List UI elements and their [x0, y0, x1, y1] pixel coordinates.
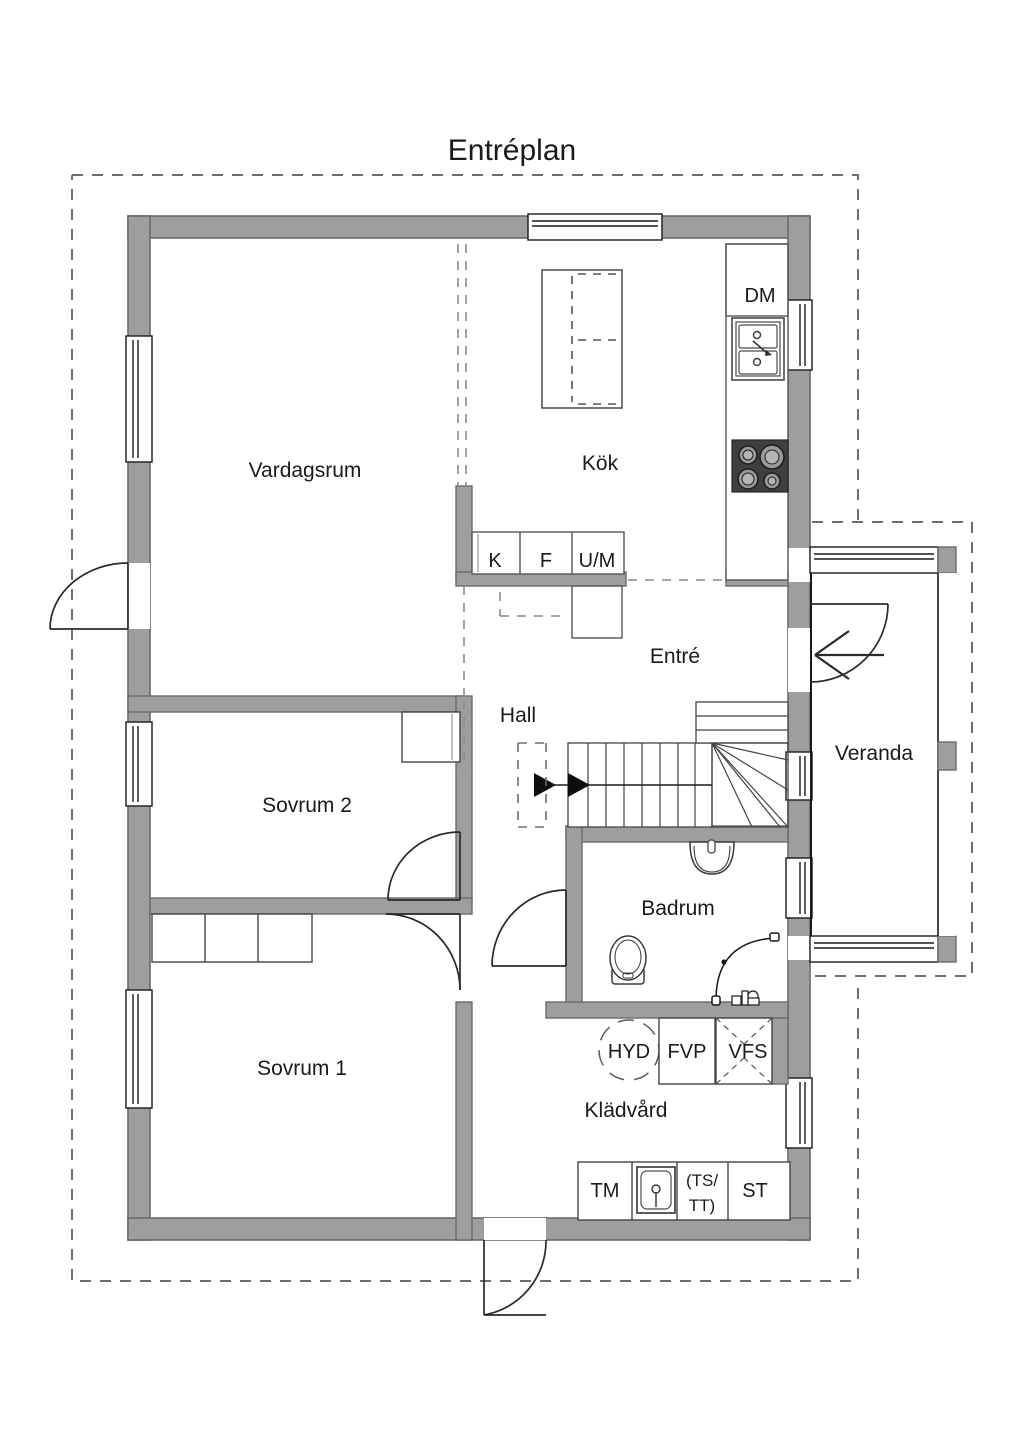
kitchen-cabinets-kfum: K F U/M — [471, 531, 625, 639]
room-label-badrum: Badrum — [641, 897, 715, 920]
window-right-hall — [785, 751, 813, 801]
room-label-hall: Hall — [500, 704, 536, 727]
doors — [49, 562, 889, 1316]
sovrum1-door — [385, 913, 461, 991]
kitchen-island-table — [541, 269, 623, 409]
laundry-sink — [636, 1166, 676, 1214]
appliance-label-f: F — [540, 550, 552, 572]
toilet — [609, 935, 647, 985]
sovrum2-door — [387, 831, 461, 901]
window-right-kladvard — [785, 1077, 813, 1149]
roof-outline-dashed — [71, 174, 859, 1282]
window-left-sovrum1 — [125, 989, 153, 1109]
vfs-box — [715, 1017, 773, 1085]
vardagsrum-exterior-door — [49, 562, 129, 630]
appliance-label-hyd: HYD — [608, 1041, 650, 1063]
kitchen-counter-right: DM — [725, 243, 789, 581]
room-label-sovrum2: Sovrum 2 — [262, 794, 352, 817]
stair-direction-arrow-2 — [568, 773, 590, 797]
stair-direction-arrow-1 — [534, 773, 556, 797]
veranda-outline-dashed — [812, 521, 973, 977]
veranda-post — [937, 741, 957, 771]
appliance-label-um: U/M — [579, 550, 616, 572]
fvp-box — [658, 1017, 716, 1085]
kladvard-exterior-door — [483, 1239, 547, 1316]
wardrobe-three-bay — [151, 913, 313, 963]
appliance-label-st: ST — [742, 1180, 768, 1202]
windows — [125, 213, 813, 1149]
bathroom-fittings — [731, 990, 760, 1006]
four-burner-hob — [731, 439, 789, 493]
staircase-with-winders — [517, 701, 789, 828]
badrum-door — [491, 889, 567, 967]
appliance-label-tm: TM — [591, 1180, 620, 1202]
room-label-vardagsrum: Vardagsrum — [249, 459, 362, 482]
washbasin — [689, 839, 735, 875]
room-label-kladvard: Klädvård — [585, 1099, 668, 1122]
room-label-sovrum1: Sovrum 1 — [257, 1057, 347, 1080]
utility-row-hyd-fvp-vfs: HYD FVP VFS — [598, 1017, 773, 1085]
window-left-vardagsrum — [125, 335, 153, 463]
room-label-veranda: Veranda — [835, 742, 914, 765]
room-label-kok: Kök — [582, 452, 619, 475]
badrum-fixtures — [609, 839, 780, 1006]
appliance-label-k: K — [488, 550, 502, 572]
laundry-row: TM (TS/ TT) ST — [577, 1161, 791, 1221]
appliance-label-tt: TT) — [689, 1196, 715, 1215]
appliance-label-ts: (TS/ — [686, 1171, 718, 1190]
appliance-label-vfs: VFS — [729, 1041, 768, 1063]
window-right-badrum — [785, 857, 813, 919]
room-label-entre: Entré — [650, 645, 700, 668]
window-right-kok — [785, 299, 813, 371]
corner-closet — [401, 711, 461, 763]
veranda-railing-top — [809, 546, 957, 574]
window-top-kok — [527, 213, 663, 241]
appliance-label-fvp: FVP — [668, 1041, 707, 1063]
veranda-railing-bottom — [809, 935, 957, 963]
entre-cabinet — [571, 585, 623, 639]
page-title: Entréplan — [448, 134, 576, 167]
appliance-label-dm: DM — [744, 285, 775, 307]
shower-curve — [711, 932, 780, 1006]
double-sink — [731, 317, 785, 381]
exterior-walls — [127, 215, 811, 1241]
veranda-entrance-door — [809, 603, 889, 683]
veranda-structure — [809, 546, 957, 963]
window-left-sovrum2 — [125, 721, 153, 807]
